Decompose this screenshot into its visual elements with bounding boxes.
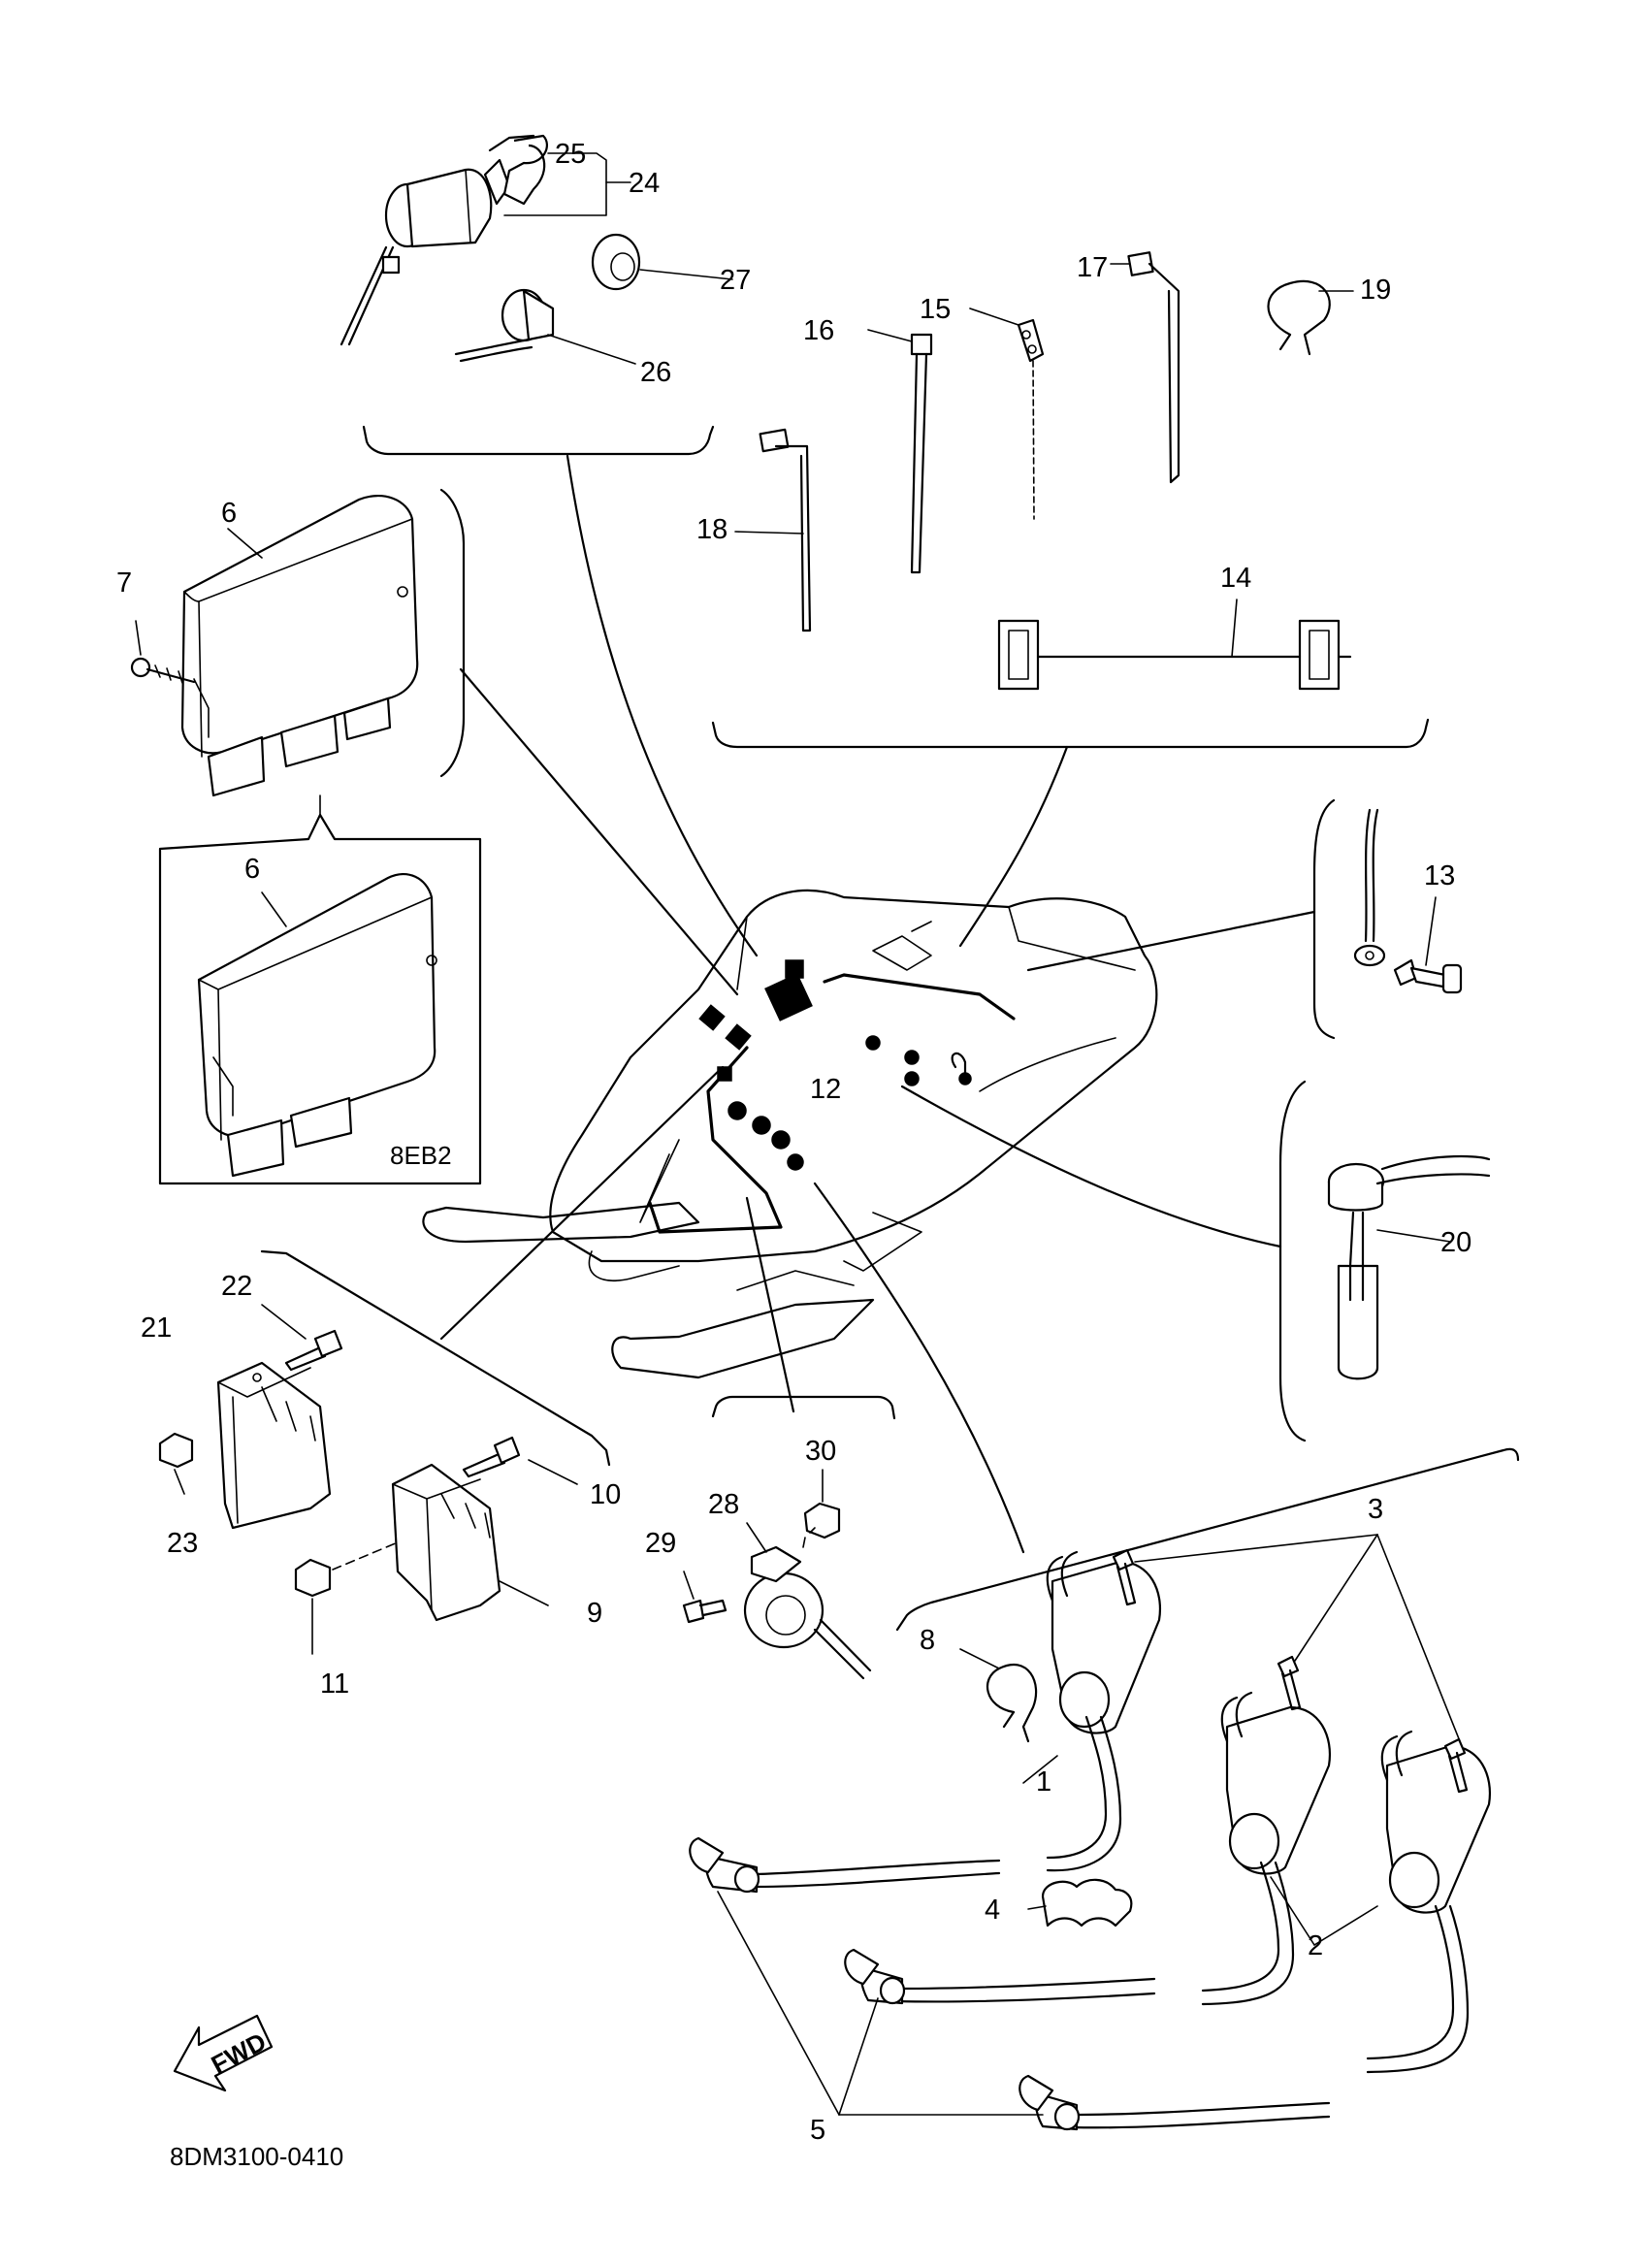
callout-22: 22 [221,1271,252,1302]
ground-eyelet-group [1312,798,1463,1040]
clamps-group [711,251,1430,749]
callout-11: 11 [320,1669,349,1700]
callout-3: 3 [1368,1494,1383,1525]
callout-6-variant: 6 [244,854,260,885]
callout-20: 20 [1440,1227,1471,1258]
callout-12: 12 [810,1074,841,1105]
screw-7 [130,620,196,684]
callout-4: 4 [985,1895,1000,1926]
callout-24: 24 [629,168,660,199]
callout-6-upper: 6 [221,498,237,529]
callout-2: 2 [1308,1930,1323,1961]
callout-18: 18 [696,514,728,545]
rectifier-group [158,1249,611,1655]
callout-16: 16 [803,315,834,346]
key-switch-group [340,134,733,456]
callout-13: 13 [1424,860,1455,891]
drawing-code: 8DM3100-0410 [170,2142,343,2171]
leader-6-upper [227,528,263,559]
callout-19: 19 [1360,275,1391,306]
fwd-arrow-icon: FWD [173,2014,274,2092]
callout-15: 15 [920,294,951,325]
callout-labels: 1 2 3 4 5 6 6 7 8 9 10 11 12 13 14 15 16… [116,139,1471,2146]
callout-29: 29 [645,1528,676,1559]
callout-14: 14 [1220,563,1251,594]
callout-1: 1 [1036,1766,1051,1798]
variant-code: 8EB2 [390,1141,452,1170]
callout-8: 8 [920,1625,935,1656]
callout-10: 10 [590,1479,621,1510]
variant-box-8eb2 [158,794,482,1185]
callout-26: 26 [640,357,671,388]
callout-9: 9 [587,1598,602,1629]
callout-17: 17 [1077,252,1108,283]
callout-25: 25 [555,139,586,170]
leader-lines [439,454,1316,1554]
snowmobile-chassis [422,889,1158,1379]
callout-30: 30 [805,1436,836,1467]
sensor-group-20 [1278,1080,1491,1442]
ecu-unit-upper [180,488,466,797]
callout-27: 27 [720,265,751,296]
callout-5: 5 [810,2115,825,2146]
callout-21: 21 [141,1312,172,1344]
callout-28: 28 [708,1489,739,1520]
ignition-coils-group [689,1447,1520,2131]
throttle-sensor-group [682,1395,896,1680]
callout-7: 7 [116,567,132,599]
callout-23: 23 [167,1528,198,1559]
